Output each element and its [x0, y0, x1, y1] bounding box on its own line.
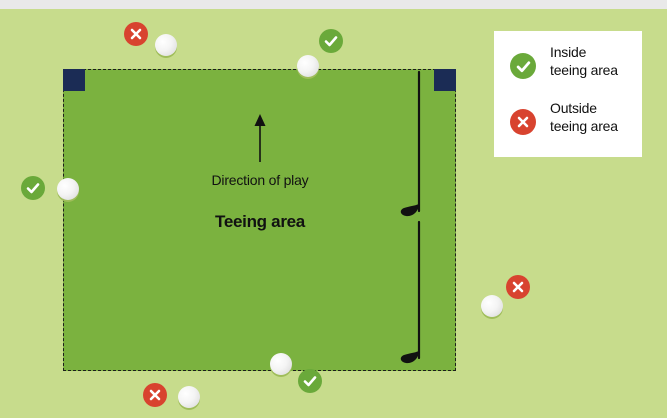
- check-icon: [510, 53, 536, 79]
- golf-ball-icon: [155, 34, 177, 56]
- teeing-area-title: Teeing area: [190, 212, 330, 232]
- cross-icon: [143, 383, 167, 407]
- cross-icon: [510, 109, 536, 135]
- check-icon: [298, 369, 322, 393]
- legend-item-inside: Inside teeing area: [494, 43, 642, 87]
- cross-icon: [124, 22, 148, 46]
- golf-ball-icon: [481, 295, 503, 317]
- legend-label-line: teeing area: [550, 61, 640, 79]
- tee-marker-right: [434, 69, 456, 91]
- golf-ball-icon: [297, 55, 319, 77]
- top-bar: [0, 0, 667, 9]
- legend: Inside teeing area Outside teeing area: [494, 31, 642, 157]
- golf-ball-icon: [270, 353, 292, 375]
- direction-of-play-label: Direction of play: [190, 172, 330, 188]
- check-icon: [319, 29, 343, 53]
- legend-label-line: Outside: [550, 99, 640, 117]
- legend-label-inside: Inside teeing area: [550, 43, 640, 79]
- legend-label-outside: Outside teeing area: [550, 99, 640, 135]
- golf-ball-icon: [57, 178, 79, 200]
- tee-marker-left: [63, 69, 85, 91]
- check-icon: [21, 176, 45, 200]
- cross-icon: [506, 275, 530, 299]
- golf-ball-icon: [178, 386, 200, 408]
- legend-item-outside: Outside teeing area: [494, 99, 642, 143]
- legend-label-line: Inside: [550, 43, 640, 61]
- legend-label-line: teeing area: [550, 117, 640, 135]
